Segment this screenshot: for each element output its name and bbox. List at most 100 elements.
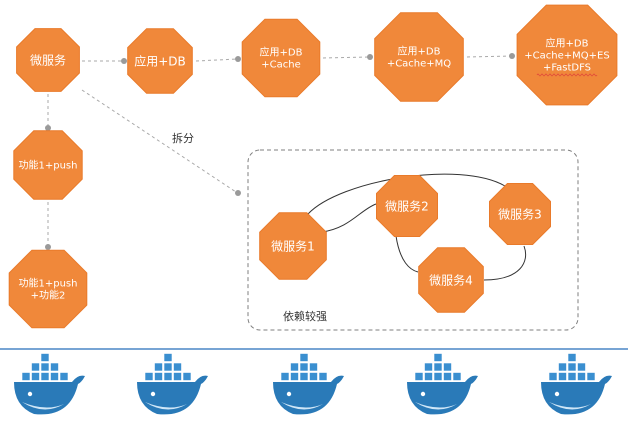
connector-dot	[509, 53, 515, 59]
container-block	[414, 372, 424, 381]
node-es: 应用+DB+Cache+MQ+ES+FastDFS	[516, 4, 618, 106]
container-block	[443, 362, 452, 372]
docker-row	[0, 348, 628, 415]
octagon-shape	[13, 130, 83, 200]
whale-body	[273, 375, 344, 415]
node-s1: 微服务1	[259, 212, 327, 280]
node-label: 微服务3	[498, 206, 542, 221]
connector-dot	[121, 58, 127, 64]
docker-whale-icon	[14, 353, 85, 415]
container-block	[452, 372, 462, 381]
node-s4: 微服务4	[418, 247, 484, 313]
whale-eye	[554, 391, 560, 397]
container-block	[50, 362, 59, 372]
container-block	[443, 372, 452, 381]
container-block	[433, 362, 443, 372]
microservice-group-box	[247, 149, 579, 331]
container-block	[567, 353, 577, 362]
node-label: 应用+DB	[398, 45, 441, 58]
node-label: +Cache+MQ	[387, 59, 451, 70]
whale-body	[541, 375, 612, 415]
container-block	[309, 372, 318, 381]
octagon-shape	[418, 247, 484, 313]
docker-whale-icon	[273, 353, 344, 415]
octagon-shape	[127, 28, 193, 94]
connector-dot	[235, 190, 241, 196]
octagon-shape	[241, 18, 321, 98]
octagon-shape	[8, 249, 88, 329]
container-block	[50, 372, 59, 381]
container-block	[154, 362, 163, 372]
container-block	[59, 372, 69, 381]
container-block	[40, 353, 50, 362]
docker-whale-icon	[541, 353, 612, 415]
container-block	[154, 372, 163, 381]
container-block	[182, 372, 192, 381]
container-block	[433, 353, 443, 362]
node-label: 应用+DB	[546, 37, 589, 50]
whale-body	[14, 375, 85, 415]
node-label: +FastDFS	[543, 63, 591, 74]
node-mq: 应用+DB+Cache+MQ	[374, 12, 464, 102]
docker-whale-icon	[407, 353, 478, 415]
node-f1: 功能1+push	[13, 130, 83, 200]
node-cache: 应用+DB+Cache	[241, 18, 321, 98]
container-block	[31, 372, 40, 381]
whale-belly	[415, 402, 457, 410]
dependency-label: 依赖较强	[283, 309, 327, 323]
connector-dot	[235, 56, 241, 62]
split-label: 拆分	[172, 131, 194, 145]
node-label: +功能2	[31, 289, 66, 302]
container-block	[558, 362, 567, 372]
node-f2: 功能1+push+功能2	[8, 249, 88, 329]
container-block	[40, 372, 50, 381]
container-block	[173, 362, 182, 372]
container-block	[40, 362, 50, 372]
dependency-s4-s3	[483, 245, 527, 281]
whale-body	[137, 375, 208, 415]
container-block	[31, 362, 40, 372]
node-label: +Cache+MQ+ES	[524, 51, 609, 62]
whale-body	[407, 375, 478, 415]
dependency-s2-s4	[395, 235, 419, 273]
node-label: 微服务1	[271, 238, 315, 253]
octagon-shape	[516, 4, 618, 106]
container-block	[577, 372, 586, 381]
node-appdb: 应用+DB	[127, 28, 193, 94]
connector-appdb-cache	[195, 58, 239, 62]
connector-split	[81, 89, 237, 193]
container-block	[318, 372, 328, 381]
node-ms: 微服务	[16, 28, 80, 92]
whale-eye	[27, 391, 33, 397]
node-label: 功能1+push	[19, 277, 78, 290]
container-block	[173, 372, 182, 381]
octagon-shape	[16, 28, 80, 92]
container-block	[299, 362, 309, 372]
connector-cache-mq	[322, 56, 371, 59]
container-block	[567, 372, 577, 381]
container-block	[309, 362, 318, 372]
node-label: 微服务2	[385, 198, 429, 213]
node-label: 应用+DB	[134, 53, 186, 68]
container-block	[163, 372, 173, 381]
node-label: 功能1+push	[19, 159, 78, 172]
whale-belly	[145, 402, 187, 410]
node-label: 应用+DB	[260, 46, 303, 59]
container-block	[424, 372, 433, 381]
connector-mq-es	[466, 55, 513, 58]
octagon-shape	[374, 12, 464, 102]
node-label: 微服务4	[429, 272, 473, 287]
octagon-shape	[259, 212, 327, 280]
octagon-shape	[489, 183, 551, 245]
connector-dot	[45, 244, 51, 250]
container-block	[548, 372, 558, 381]
nodes: 微服务应用+DB应用+DB+Cache应用+DB+Cache+MQ应用+DB+C…	[8, 4, 618, 329]
container-block	[290, 372, 299, 381]
container-block	[577, 362, 586, 372]
octagon-shape	[376, 175, 438, 237]
container-block	[299, 353, 309, 362]
container-block	[433, 372, 443, 381]
